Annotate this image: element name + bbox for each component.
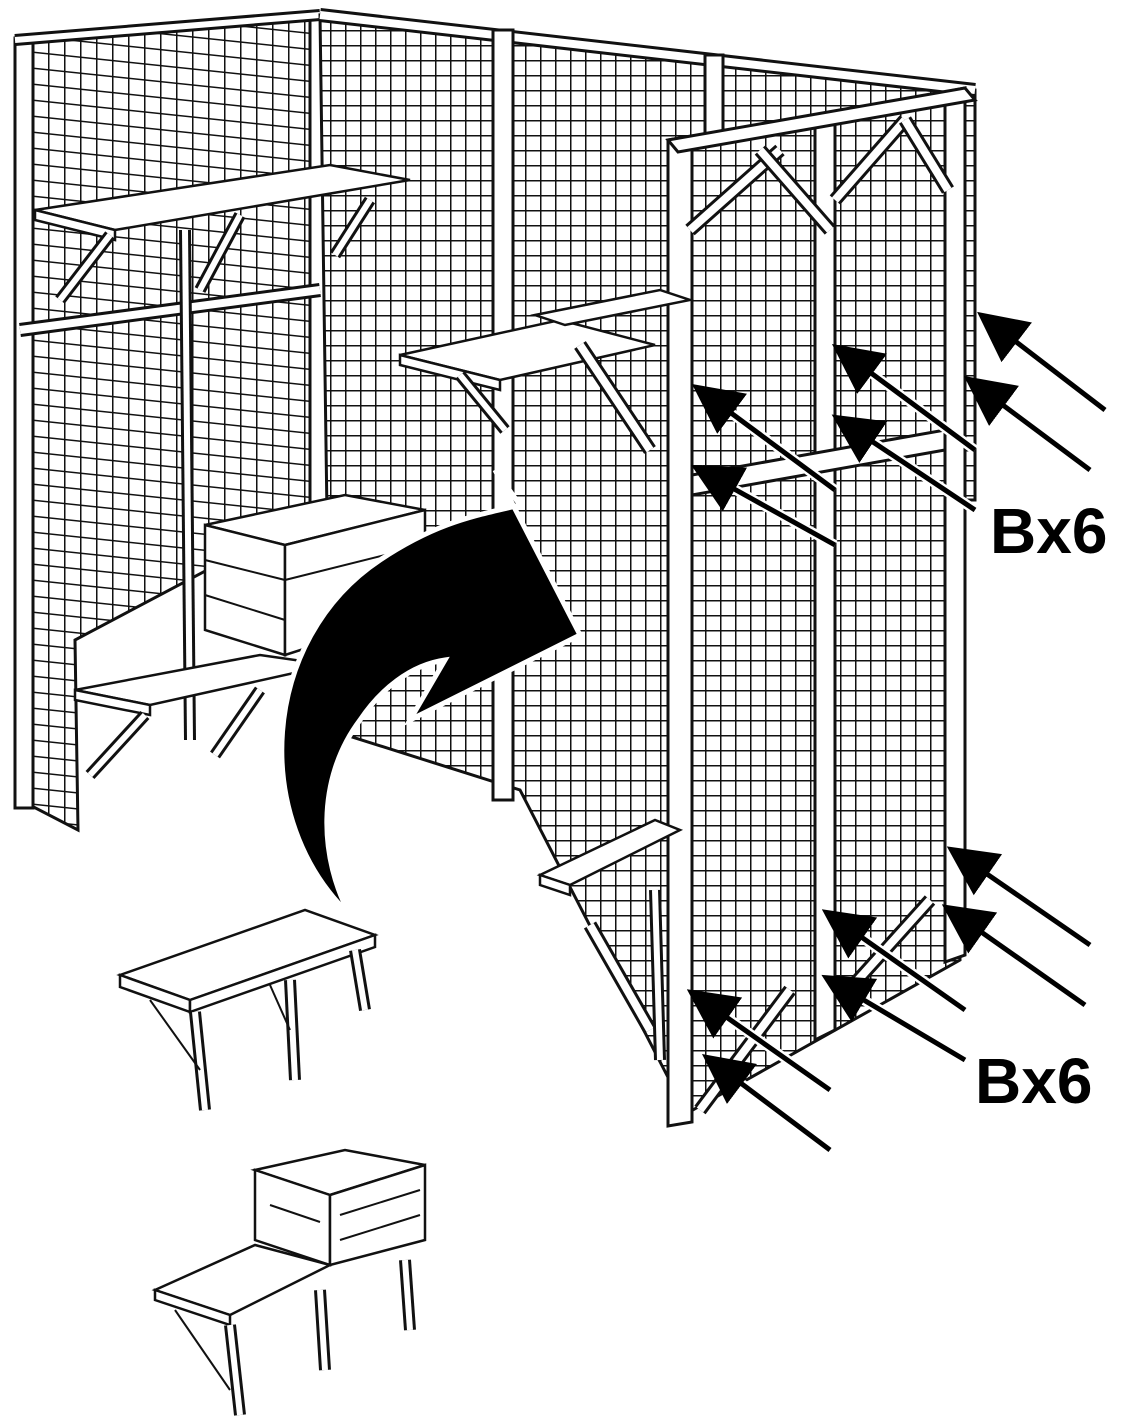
fastener-arrow <box>686 989 832 1093</box>
relocation-curved-arrow <box>279 468 584 917</box>
fastener-arrow <box>977 311 1107 412</box>
fastener-arrow <box>963 376 1092 473</box>
lower-front-shelf <box>536 818 684 1061</box>
front-shelving-unit <box>665 86 978 1128</box>
fastener-arrow <box>691 465 837 548</box>
lower-fastener-arrows <box>686 846 1093 1154</box>
upper-fastener-count-label: Bx6 <box>990 495 1107 567</box>
fastener-arrow <box>831 344 977 453</box>
left-mesh-wall <box>13 9 332 833</box>
upper-fastener-arrows <box>691 311 1109 550</box>
lower-left-shelf <box>73 653 331 780</box>
loose-table-with-cabinet <box>151 1148 427 1416</box>
mid-shelf <box>398 288 695 454</box>
fastener-arrow <box>691 384 837 493</box>
upper-left-shelf <box>33 163 411 304</box>
fastener-arrow <box>946 846 1092 948</box>
loose-table <box>116 908 379 1111</box>
fastener-arrow <box>821 909 967 1013</box>
fastener-arrow <box>821 974 967 1063</box>
fastener-arrow <box>702 1054 832 1152</box>
fastener-arrow <box>941 904 1087 1008</box>
fastener-arrow <box>831 414 977 513</box>
lower-fastener-count-label: Bx6 <box>975 1045 1092 1117</box>
